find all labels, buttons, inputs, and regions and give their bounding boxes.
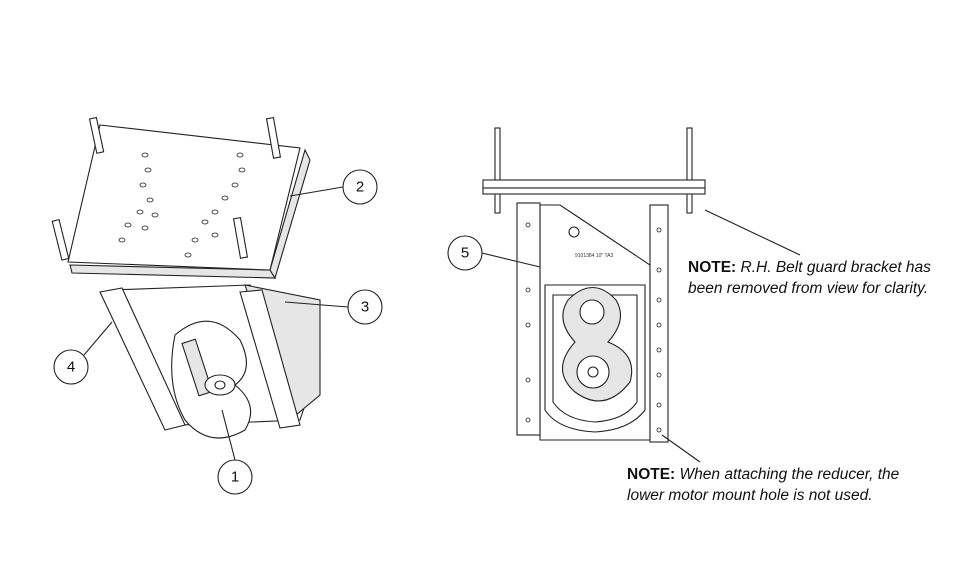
note-line: R.H. Belt guard bracket has [736,259,931,276]
callout-2: 2 [342,169,378,205]
output-hub [576,355,610,389]
svg-text:5: 5 [461,245,469,262]
rail-holes [525,222,662,433]
note-label: NOTE: [688,259,737,276]
note-motor-mount: NOTE: When attaching the reducer, the lo… [627,464,899,506]
reducer-hub [204,374,236,396]
callout-3: 3 [347,289,383,325]
gear-case-outer [544,284,646,433]
note-label: NOTE: [627,466,676,483]
input-shaft [579,299,605,325]
top-bar [482,179,706,189]
plate-bolts [51,116,282,261]
right-assembly: 9101384 10" TA3 [482,127,706,443]
svg-text:1: 1 [231,469,239,486]
note-line: When attaching the reducer, the [675,466,900,483]
part-number-label: 9101384 10" TA3 [575,253,614,259]
svg-text:2: 2 [356,179,364,196]
callout-5: 5 [447,235,483,271]
note-line: lower motor mount hole is not used. [627,487,873,504]
callout-1: 1 [217,459,253,495]
right-rail [239,289,301,429]
leader-lines [83,186,801,463]
right-threaded-rod [686,127,693,214]
left-threaded-rod [494,127,501,214]
svg-text:4: 4 [67,359,75,376]
note-line: been removed from view for clarity. [688,280,929,297]
left-rail [99,287,186,431]
left-assembly [51,116,321,439]
note-belt-guard: NOTE: R.H. Belt guard bracket has been r… [688,257,931,299]
svg-text:3: 3 [361,299,369,316]
callout-4: 4 [53,349,89,385]
pivot-bolt [568,226,580,238]
reducer-shaft [181,338,214,397]
left-rail [516,202,541,436]
plate-holes [118,152,246,258]
